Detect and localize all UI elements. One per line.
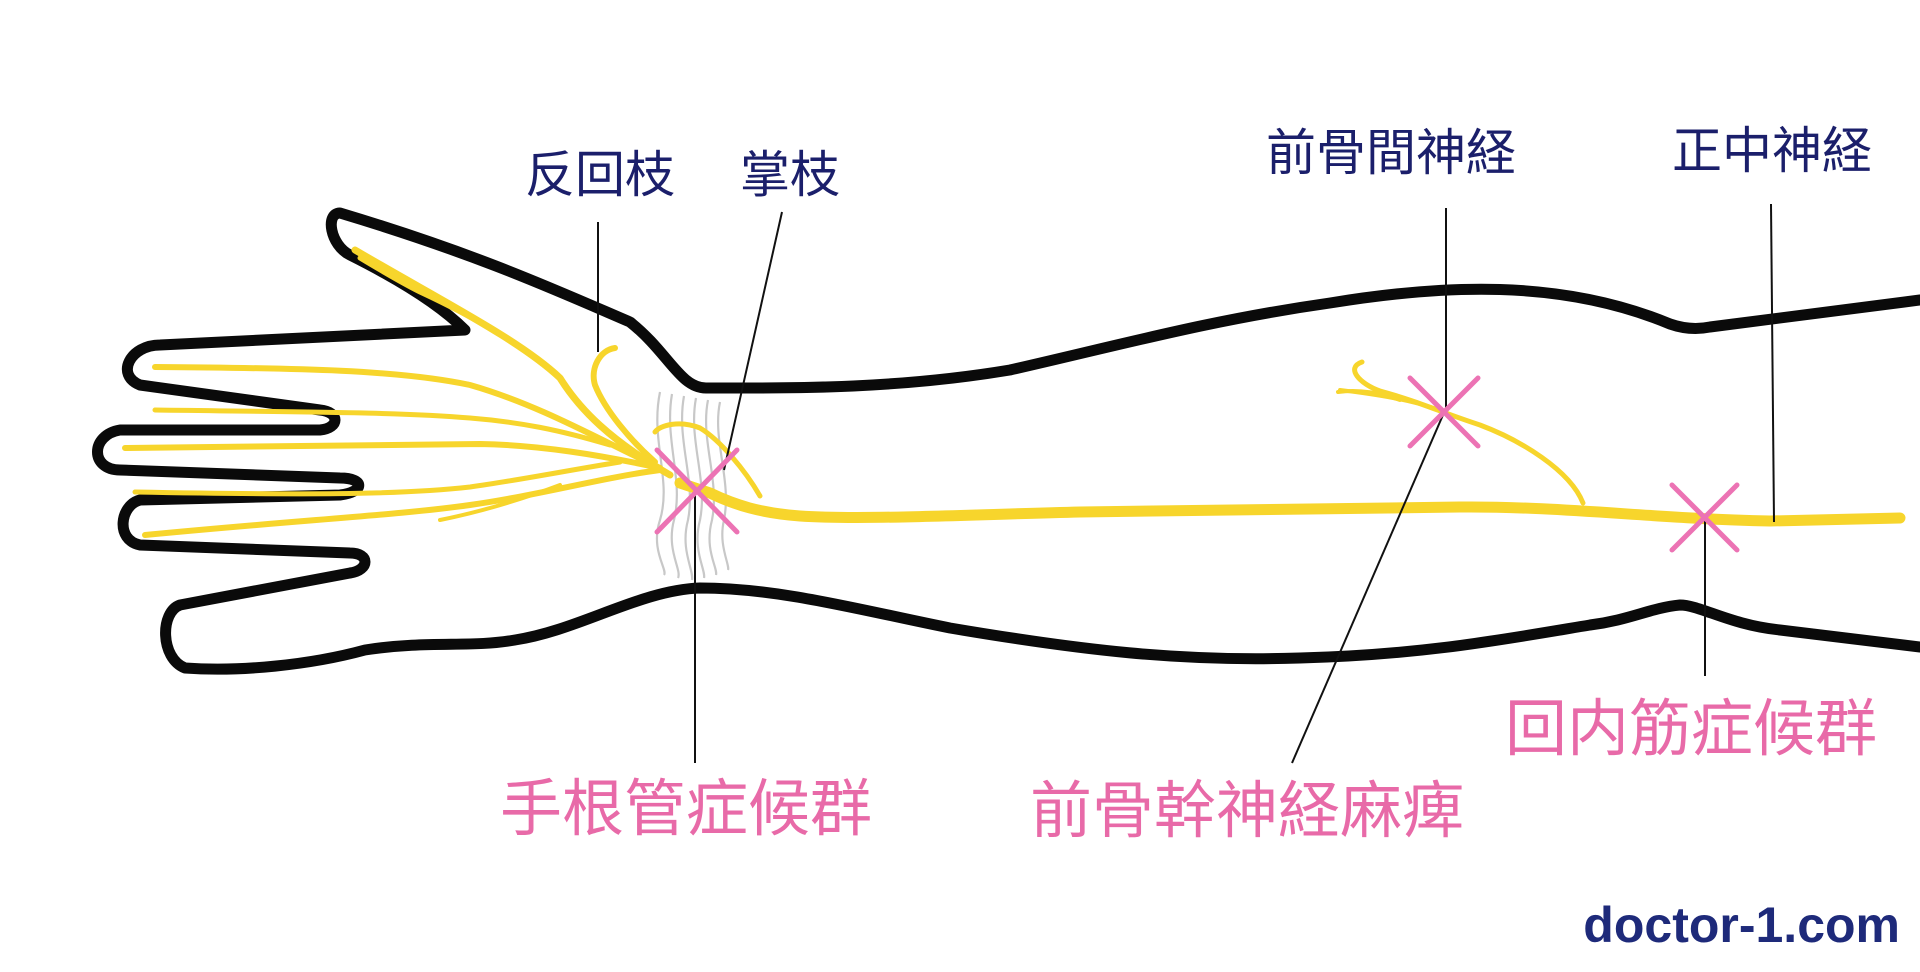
- anterior-interosseous-branch: [1352, 359, 1586, 506]
- lesion-crosses: [654, 375, 1740, 553]
- leader-median-nerve: [1770, 203, 1775, 523]
- label-carpal-tunnel-syndrome: 手根管症候群: [500, 772, 872, 845]
- recurrent-branch: [590, 345, 658, 465]
- label-palmar-branch: 掌枝: [740, 146, 840, 204]
- site-watermark: doctor-1.com: [1583, 897, 1900, 953]
- arm-upper-outline: [92, 207, 1920, 675]
- label-anterior-interosseous-nerve: 前骨間神経: [1266, 124, 1516, 182]
- label-median-nerve: 正中神経: [1672, 122, 1872, 180]
- median-nerve: [122, 246, 1906, 538]
- median-nerve-trunk: [674, 477, 1906, 527]
- lesion-cross-carpal-tunnel: [654, 447, 740, 535]
- label-recurrent-branch: 反回枝: [525, 146, 675, 204]
- leader-palmar-branch: [723, 211, 783, 471]
- leader-lines: [597, 203, 1775, 764]
- label-pronator-syndrome: 回内筋症候群: [1505, 692, 1877, 765]
- leader-anterior-interosseous-palsy: [1291, 407, 1447, 764]
- label-anterior-interosseous-palsy: 前骨幹神経麻痺: [1030, 774, 1464, 847]
- lesion-cross-pronator: [1669, 482, 1740, 553]
- palmar-branch: [652, 421, 763, 499]
- lesion-cross-anterior-interosseous: [1407, 375, 1481, 449]
- arm-outline: [92, 207, 1920, 675]
